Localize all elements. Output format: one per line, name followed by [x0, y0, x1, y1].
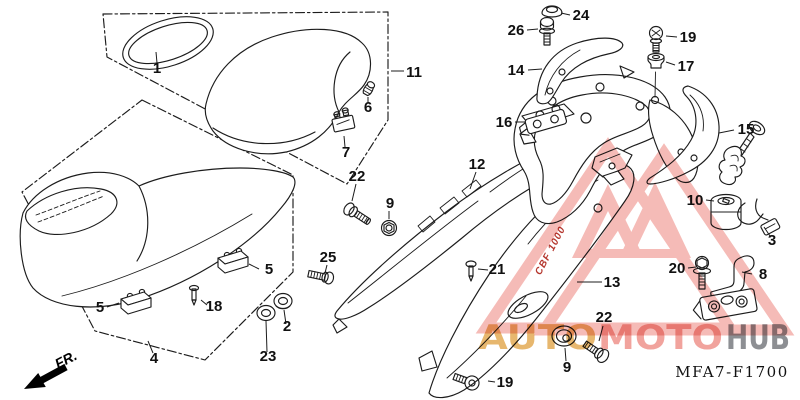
- part-16-bracket: [518, 108, 568, 136]
- leader-line-19: [487, 380, 496, 383]
- part-1-trim-ring: [122, 16, 214, 70]
- part-label-8: 8: [759, 266, 767, 283]
- part-label-23: 23: [260, 348, 277, 365]
- part-label-6: 6: [364, 99, 372, 116]
- part-5-rubber-left: [120, 288, 152, 315]
- part-label-9: 9: [386, 195, 394, 212]
- part-label-25: 25: [320, 249, 337, 266]
- leader-line-3: [763, 226, 771, 237]
- part-10-seat-lock: [710, 120, 766, 231]
- fr-label: FR.: [52, 347, 79, 371]
- diagram-code: MFA7-F1700: [675, 363, 789, 381]
- assembly-boundary-rear-seat: [102, 11, 389, 185]
- part-7-clip: [331, 107, 356, 133]
- fr-arrow-icon: [24, 363, 68, 389]
- leader-line-5: [248, 263, 260, 270]
- part-9-nut: [380, 219, 398, 237]
- leader-line-14: [527, 68, 543, 71]
- part-5-rubber-right: [217, 247, 249, 274]
- part-6-clip: [362, 81, 376, 97]
- part-label-22: 22: [596, 309, 613, 326]
- part-14-grab-handle: [536, 37, 624, 105]
- leader-line-12: [469, 171, 477, 190]
- part-22-bolt-right: [582, 340, 610, 364]
- leader-line-25: [324, 264, 328, 274]
- part-label-5: 5: [96, 299, 104, 316]
- part-label-21: 21: [489, 261, 506, 278]
- part-label-3: 3: [768, 232, 776, 249]
- assembly-boundary-main-seat: [21, 99, 294, 361]
- leader-line-10: [705, 199, 715, 202]
- part-2-grommet: [273, 292, 293, 310]
- leader-line-19: [665, 35, 678, 38]
- part-25-bolt: [307, 269, 335, 285]
- part-19-bolt-top: [648, 25, 664, 53]
- watermark-text-hub: HUB: [726, 318, 790, 358]
- leader-line-5: [106, 302, 120, 308]
- part-label-17: 17: [678, 58, 695, 75]
- leader-line-9: [564, 347, 567, 362]
- part-label-2: 2: [283, 318, 291, 335]
- watermark-triangle-small-right: [619, 182, 691, 258]
- fr-direction-indicator: FR.: [24, 347, 79, 389]
- leader-line-26: [526, 28, 539, 31]
- leader-line-22: [351, 183, 357, 202]
- part-label-19: 19: [497, 374, 514, 391]
- part-24-cap: [541, 5, 563, 18]
- leader-line-15: [718, 129, 735, 134]
- part-label-24: 24: [573, 7, 590, 24]
- part-label-15: 15: [738, 121, 755, 138]
- watermark-text: AUTO MOTO HUB: [478, 318, 790, 358]
- leader-line-7: [343, 135, 346, 148]
- watermark-triangle-large-right: [533, 143, 795, 336]
- part-label-7: 7: [342, 144, 350, 161]
- watermark-triangle-small-left: [572, 184, 644, 258]
- part-label-5: 5: [265, 261, 273, 278]
- leader-line-4: [147, 340, 154, 354]
- part-rear-seat: [204, 28, 372, 155]
- part-label-13: 13: [604, 274, 621, 291]
- part-label-4: 4: [150, 350, 159, 367]
- part-label-12: 12: [469, 156, 486, 173]
- watermark-triangles: [475, 137, 795, 336]
- part-3-wire-clip: [737, 198, 781, 236]
- leader-line-1: [155, 51, 158, 64]
- leader-line-21: [477, 268, 489, 271]
- part-21-screw: [465, 260, 477, 282]
- part-label-19: 19: [680, 29, 697, 46]
- leader-line-17: [665, 61, 676, 66]
- part-22-bolt-left: [343, 202, 372, 225]
- part-23-grommet: [256, 304, 276, 322]
- leader-line-2: [283, 309, 287, 325]
- part-label-14: 14: [508, 62, 525, 79]
- part-18-screw: [188, 284, 200, 306]
- leader-line-23: [265, 320, 268, 353]
- leader-line-18: [200, 299, 208, 306]
- part-19-bolt-bottom: [452, 372, 480, 391]
- part-label-26: 26: [508, 22, 525, 39]
- part-17-grommet: [647, 52, 665, 69]
- leader-line-24: [560, 12, 571, 16]
- diagram-drawing: [19, 5, 781, 399]
- part-label-16: 16: [496, 114, 513, 131]
- part-26-bolt: [538, 16, 556, 46]
- watermark-text-moto: MOTO: [598, 318, 723, 358]
- part-label-1: 1: [153, 60, 161, 77]
- part-label-18: 18: [206, 298, 223, 315]
- watermark-text-auto: AUTO: [478, 318, 597, 358]
- part-label-22: 22: [349, 168, 366, 185]
- part-label-9: 9: [563, 359, 571, 376]
- part-4-main-seat: [19, 167, 296, 308]
- part-label-11: 11: [406, 64, 422, 81]
